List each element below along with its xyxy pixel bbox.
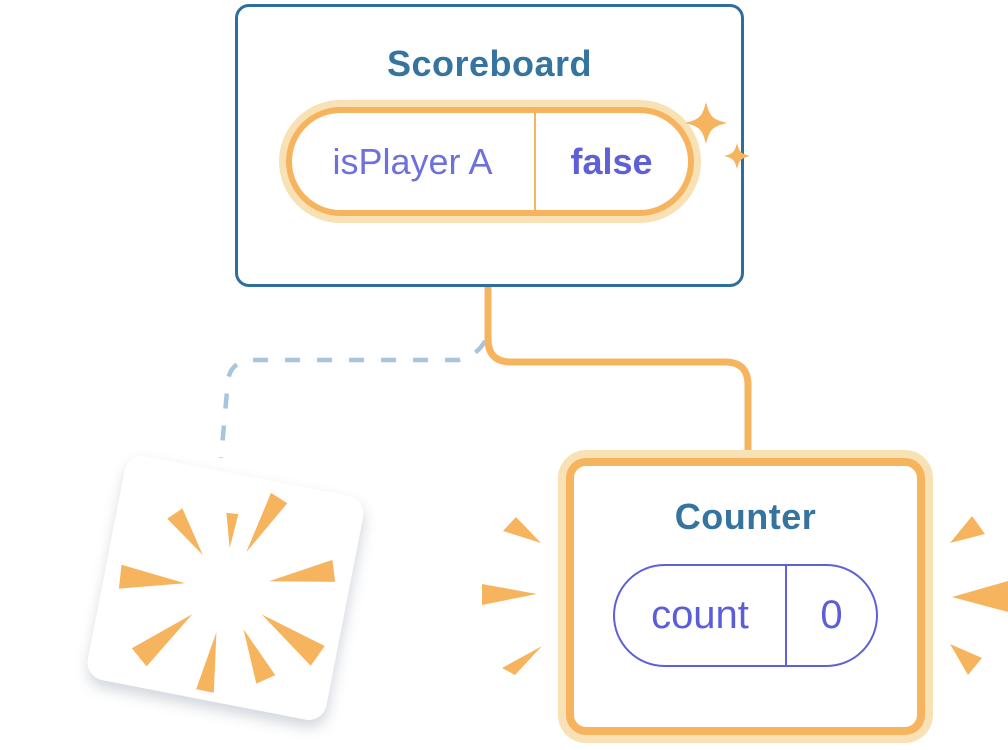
counter-state-pill: count 0 <box>613 564 878 667</box>
removed-component-card <box>84 452 367 724</box>
pill-divider <box>533 113 536 210</box>
state-label-cell: count <box>615 566 785 665</box>
state-label: isPlayer A <box>332 140 493 182</box>
scoreboard-to-counter-connector <box>484 287 752 455</box>
scoreboard-component-card: Scoreboard isPlayer A false <box>235 4 744 287</box>
state-value-cell: false <box>536 113 688 210</box>
sparkles-icon <box>685 102 750 169</box>
pill-divider <box>785 566 787 665</box>
poof-burst-icon <box>118 492 336 693</box>
state-label: count <box>651 593 749 637</box>
state-value: 0 <box>820 593 843 637</box>
state-value: false <box>570 140 653 182</box>
removed-branch-dashed-connector <box>218 339 487 459</box>
counter-title: Counter <box>674 496 817 537</box>
counter-component-card: Counter count 0 <box>566 458 925 735</box>
state-value-cell: 0 <box>787 566 876 665</box>
scoreboard-state-pill: isPlayer A false <box>285 107 694 216</box>
state-label-cell: isPlayer A <box>292 113 534 210</box>
scoreboard-title: Scoreboard <box>386 43 593 84</box>
